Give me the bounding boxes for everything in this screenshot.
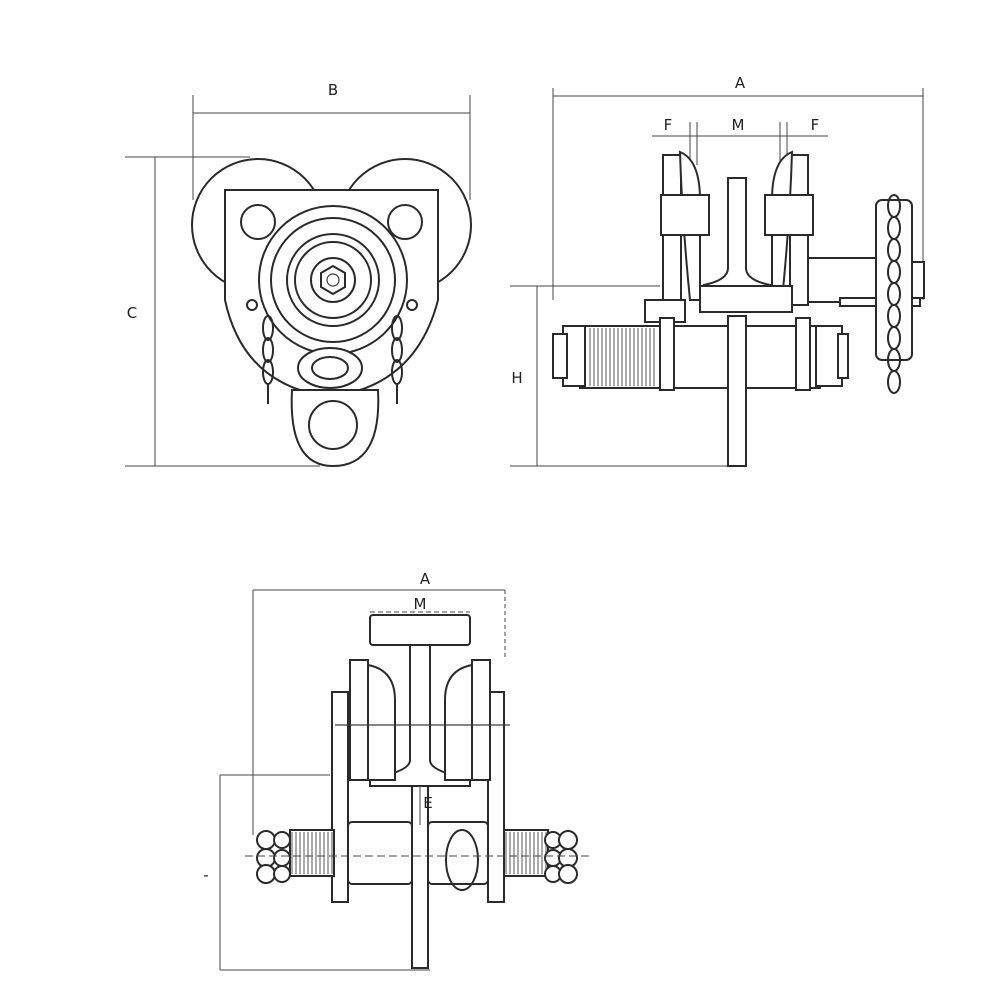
front-view: B C bbox=[125, 81, 472, 468]
dimension-a-bottom: A bbox=[252, 570, 506, 835]
dimension-b: B bbox=[192, 81, 471, 200]
label-h: H bbox=[511, 369, 522, 387]
suspension-eye bbox=[290, 389, 380, 468]
label-m-top: M bbox=[732, 116, 745, 134]
label-side-bottom: - bbox=[203, 866, 208, 884]
right-hand-chain bbox=[391, 315, 403, 404]
left-hand-chain bbox=[262, 315, 274, 404]
label-f-right: F bbox=[811, 116, 820, 134]
side-view: A F M F H bbox=[510, 74, 925, 467]
end-view: A M E bbox=[203, 570, 590, 971]
dimension-side-bottom: - bbox=[203, 774, 430, 971]
i-beam bbox=[703, 177, 771, 297]
dimension-fmf: F M F bbox=[652, 116, 828, 165]
dimension-m-bottom: M bbox=[370, 595, 470, 613]
nut-left bbox=[256, 830, 291, 884]
label-f-left: F bbox=[664, 116, 673, 134]
nut-right bbox=[544, 830, 578, 884]
thread-end-left bbox=[291, 832, 547, 874]
label-m-bottom: M bbox=[414, 595, 427, 613]
hand-wheel bbox=[258, 205, 408, 355]
label-b: B bbox=[328, 81, 338, 99]
dimension-h: H bbox=[510, 285, 740, 467]
label-e: E bbox=[423, 794, 432, 812]
thread-left bbox=[589, 328, 655, 386]
label-a-top: A bbox=[735, 74, 746, 92]
label-c: C bbox=[127, 304, 137, 322]
label-a-bottom: A bbox=[420, 570, 431, 588]
hand-chain-side bbox=[887, 194, 901, 394]
center-plate bbox=[727, 315, 747, 467]
dimension-c: C bbox=[125, 156, 320, 467]
